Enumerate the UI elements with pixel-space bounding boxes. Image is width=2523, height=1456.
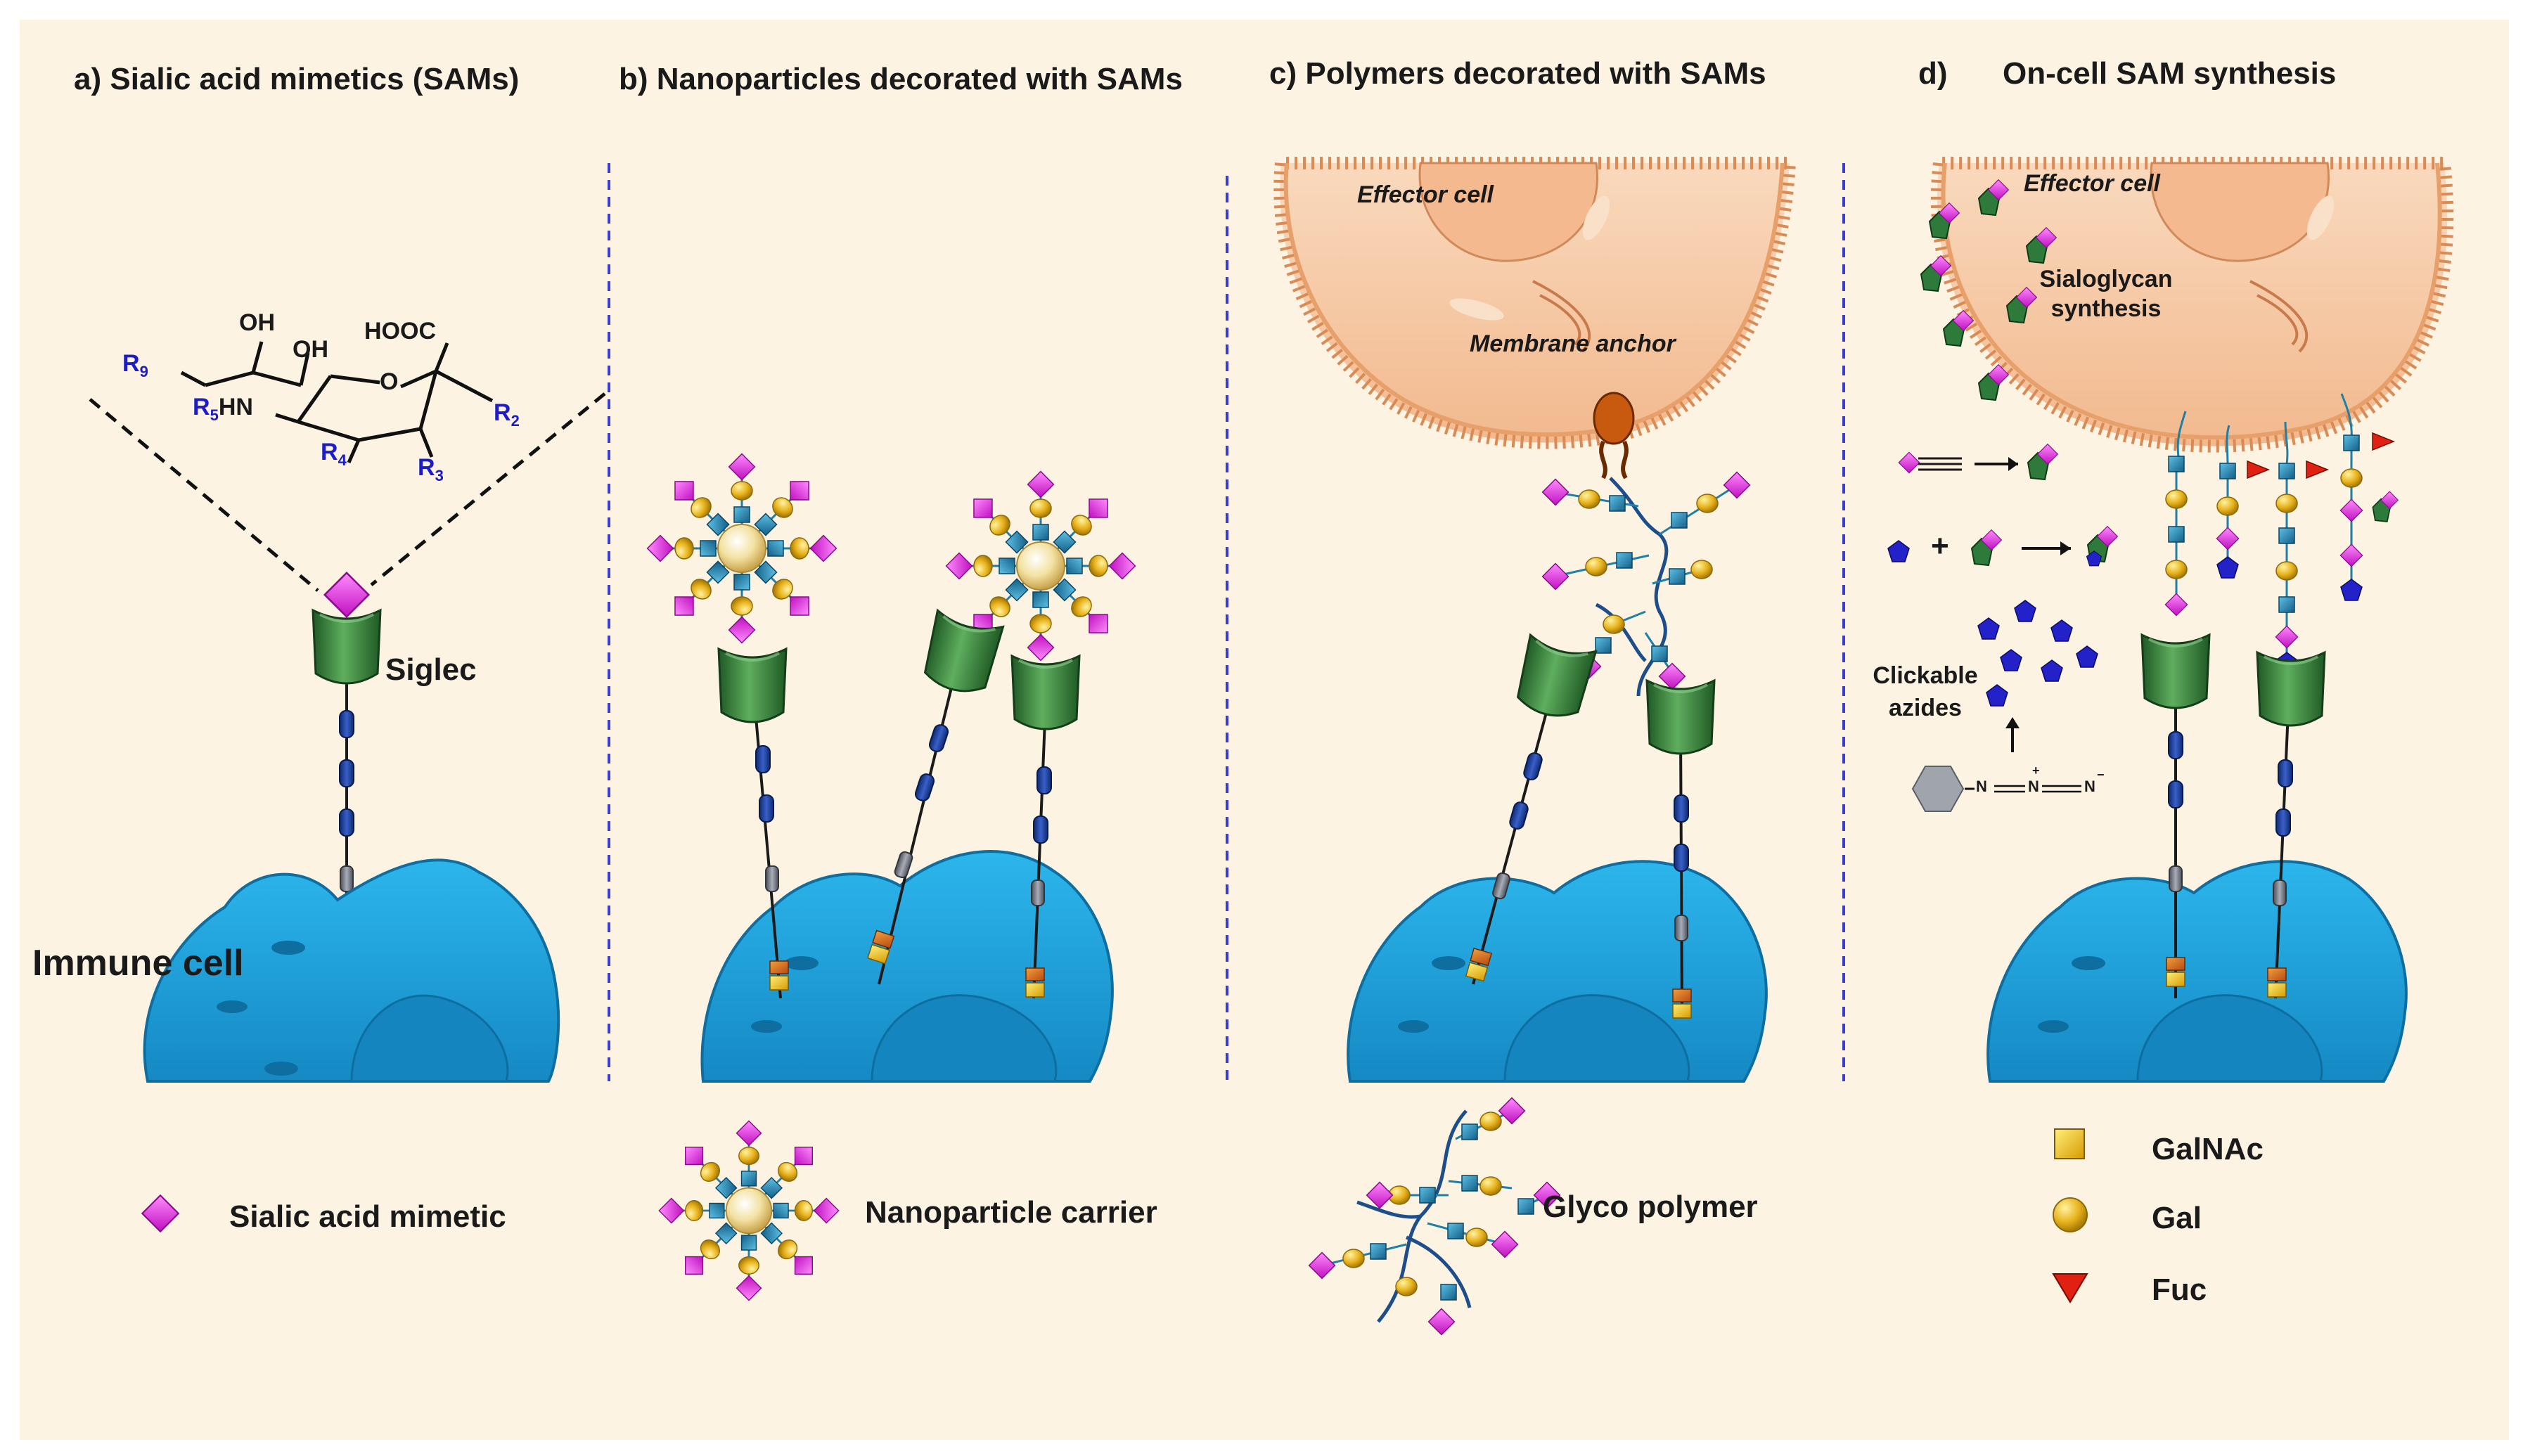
siglec-receptor-b2 [867,609,1005,985]
siglec-receptor-d2 [2256,651,2326,999]
membrane-anchor [1593,392,1635,479]
panel-b-title: b) Nanoparticles decorated with SAMs [619,62,1183,96]
mol-oh-2: OH [293,336,328,363]
gal-icon [2053,1197,2088,1232]
effector-cell-d [1930,157,2454,453]
mol-r2: R2 [494,399,520,430]
azide-n2: N [2028,778,2039,795]
click-reaction [1887,527,2117,567]
azide-plus: + [2032,764,2040,778]
effector-cell-c [1273,157,1797,449]
immune-cell-b [700,850,1114,1083]
siglec-receptor-b1 [717,648,789,999]
nanoparticle-1 [648,454,837,643]
legend-gal-label: Gal [2152,1201,2202,1235]
azide-minus: − [2097,768,2105,782]
panel-d-letter: d) [1918,56,1948,91]
effector-cell-label-c: Effector cell [1357,181,1494,208]
legend-sam-label: Sialic acid mimetic [229,1199,506,1234]
galnac-icon [2054,1128,2085,1159]
legend-galnac-label: GalNAc [2152,1132,2264,1166]
immune-cell-label: Immune cell [32,943,244,984]
siglec-receptor-c2 [1645,679,1716,1019]
mol-r3: R3 [418,454,444,484]
immune-cell-d [1986,860,2408,1083]
glycan-chain-3 [2275,421,2328,674]
alkyne-reaction [1898,444,2057,479]
immune-cell-c [1347,860,1768,1083]
mol-r5-hn: R5HN [193,394,253,424]
panel-b-art [648,454,1136,999]
azide-n3: N [2084,778,2095,795]
panel-c-title: c) Polymers decorated with SAMs [1269,56,1766,91]
panel-c-art [1273,157,1797,1019]
siglec-receptor-c1 [1465,633,1598,985]
fuc-icon [2052,1273,2088,1303]
azide-cluster [1977,600,2098,752]
legend-fuc-label: Fuc [2152,1273,2207,1307]
siglec-label: Siglec [385,652,477,687]
panel-d-art [1887,157,2454,999]
plus-sign: + [1931,529,1949,563]
legend-art [141,1097,2088,1336]
polymer-c [1541,471,1751,697]
panel-dividers [608,163,1845,1081]
panel-d-title: On-cell SAM synthesis [2003,56,2337,91]
mol-ring-o: O [380,368,399,395]
legend-nanoparticle-label: Nanoparticle carrier [865,1195,1157,1230]
siglec-receptor-a [312,572,382,948]
legend-glycopolymer-icon [1308,1097,1561,1336]
glycan-chain-4 [2339,393,2398,601]
panel-a-art [89,341,606,592]
aryl-azide-structure [1911,766,2081,812]
mol-oh-1: OH [239,309,275,336]
glycan-chain-1 [2164,411,2188,617]
mol-hooc: HOOC [364,318,436,344]
legend-nanoparticle-icon [659,1121,838,1300]
glycan-chain-2 [2216,425,2269,579]
mol-r4: R4 [321,439,347,469]
effector-cell-label-d: Effector cell [2024,170,2161,197]
immune-cell-a [143,858,560,1083]
panel-a-title: a) Sialic acid mimetics (SAMs) [74,62,520,96]
glycan-chains-d [2164,393,2398,674]
siglec-receptor-d1 [2140,633,2211,998]
azide-n1: N [1976,778,1987,795]
mol-r9: R9 [122,350,148,380]
membrane-anchor-label: Membrane anchor [1470,330,1676,357]
legend-glycopolymer-label: Glyco polymer [1543,1190,1758,1224]
siglec-receptor-b3 [1010,655,1081,999]
immune-cells [143,850,2408,1083]
